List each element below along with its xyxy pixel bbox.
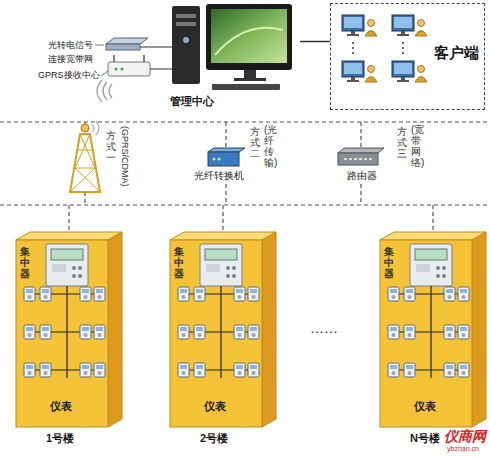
node-text: 方式二 [250, 126, 260, 159]
node-title: 集中器 [174, 246, 184, 279]
node-text: 1号楼 [46, 432, 74, 445]
tower-pc [172, 6, 200, 84]
node-title: 路由器 [347, 170, 377, 182]
node-title: 客户端 [434, 44, 479, 61]
node-text: 方式三 [397, 126, 407, 159]
device-label: 光转电信号 [48, 40, 93, 50]
node-text: 仪表 [414, 400, 436, 413]
node-title: 方式一 [106, 130, 116, 163]
node-title: 集中器 [384, 246, 394, 279]
fiber-converter: 光纤转换机 方式二 (光纤传输) [188, 124, 280, 192]
node-text: (宽带网络) [411, 124, 421, 168]
watermark: 仪商网 [444, 428, 486, 444]
node-title: 集中器 [20, 246, 30, 279]
device-label: GPRS接收中心 [38, 70, 100, 80]
router: 路由器 方式三 (宽带网络) [335, 124, 427, 192]
meter-cabinet: 集中器仪表 1号楼 [16, 232, 124, 448]
management-center: 管理中心 [165, 0, 300, 112]
cabinet [16, 232, 122, 427]
node-text: N号楼 [410, 432, 440, 445]
gprs-tower: 方式一(GPRS/CDMA) [62, 118, 134, 194]
node-title: 光纤转换机 [194, 170, 244, 182]
client-box: 客户端 [330, 3, 485, 110]
cabinet [380, 232, 486, 427]
node-text: 2号楼 [200, 432, 228, 445]
watermark: ybzhan.cn [447, 445, 479, 453]
meter-cabinet: 集中器仪表 2号楼 [170, 232, 278, 448]
left-devices [95, 38, 172, 102]
gprs-tower-icon [70, 121, 100, 192]
meter-cabinet: 集中器仪表 N号楼 [380, 232, 488, 448]
dashed-bus [0, 122, 490, 232]
connector-line [300, 41, 330, 43]
node-text: 仪表 [204, 400, 226, 413]
node-text: 仪表 [50, 400, 72, 413]
fiber-converter-icon [208, 148, 245, 166]
device-label: 连接宽带网 [48, 54, 93, 64]
node-text: (GPRS/CDMA) [119, 126, 130, 187]
client-pcs [342, 15, 427, 82]
cabinet [170, 232, 276, 427]
router-icon [338, 148, 384, 165]
monitor [206, 4, 292, 90]
node-title: 管理中心 [170, 95, 214, 108]
node-text: (光纤传输) [264, 124, 274, 168]
ellipsis: …… [310, 320, 338, 336]
